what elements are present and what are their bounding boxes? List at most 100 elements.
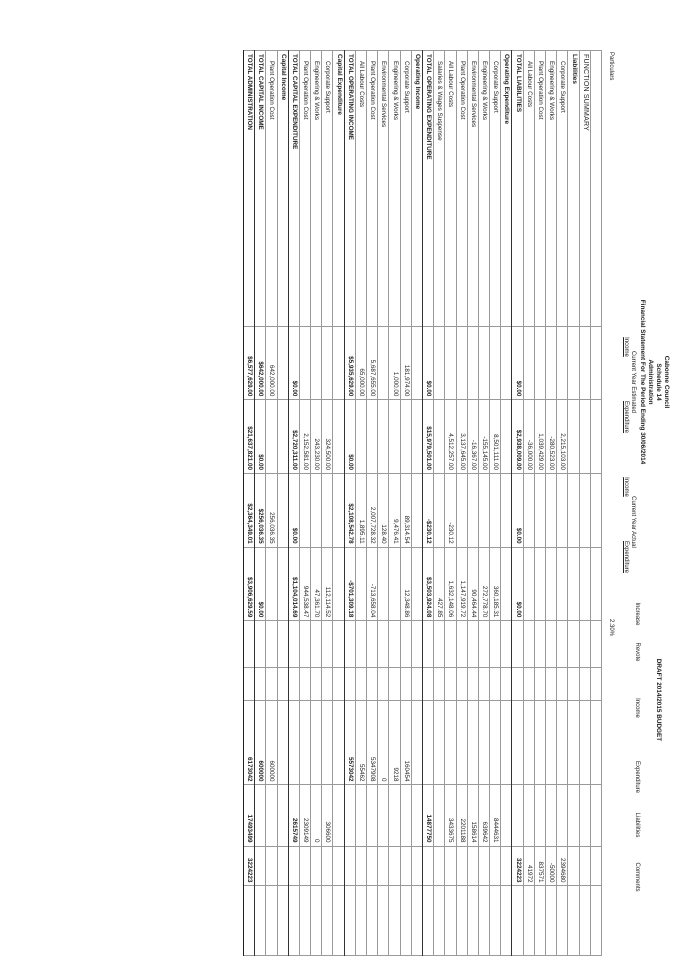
liabilities-label: Liabilities [634, 812, 640, 838]
budget-liabilities-cell [590, 846, 602, 886]
act-expenditure-cell: 427.85 [433, 547, 445, 621]
est-expenditure-cell [500, 399, 512, 474]
increase-cell [254, 620, 266, 668]
est-expenditure-cell [265, 399, 278, 474]
increase-cell [265, 620, 278, 668]
comments-cell [411, 885, 423, 956]
est-income-cell: $642,000.00 [254, 326, 266, 400]
budget-expenditure-cell [433, 784, 445, 846]
budget-income-cell [310, 700, 322, 785]
act-expenditure-cell: $0.00 [254, 547, 266, 621]
comments-cell [489, 885, 501, 956]
particulars-cell: Plant Operation Cost [299, 50, 311, 327]
revote-cell [377, 667, 389, 701]
comments-cell [321, 885, 333, 956]
est-expenditure-cell: $2,938,009.00 [512, 399, 524, 474]
table-row [590, 50, 602, 956]
comments-cell [433, 885, 445, 956]
budget-expenditure-cell [579, 784, 591, 846]
comments-cell [388, 885, 401, 956]
budget-expenditure-cell [277, 784, 289, 846]
budget-liabilities-cell [355, 846, 367, 886]
act-expenditure-cell [556, 547, 568, 621]
budget-expenditure-cell [377, 784, 389, 846]
est-expenditure-cell: -16,367.00 [467, 399, 479, 474]
actual-group-label: Current Year Actual [630, 496, 636, 548]
revote-cell [489, 667, 501, 701]
est-expenditure-cell: 1,039,429.00 [534, 399, 546, 474]
budget-expenditure-cell: 3433675 [444, 784, 457, 846]
est-expenditure-cell: -280,523.00 [545, 399, 557, 474]
revote-cell [422, 667, 434, 701]
est-expenditure-cell: $2,720,311.00 [288, 399, 300, 474]
act-income-cell [556, 473, 568, 548]
budget-expenditure-cell [265, 784, 278, 846]
draft-budget-title: DRAFT 2014/2015 BUDGET [655, 658, 662, 742]
budget-liabilities-cell [299, 846, 311, 886]
budget-liabilities-cell: 3224223 [512, 846, 524, 886]
est-expenditure-cell: $0.00 [254, 399, 266, 474]
total-row: TOTAL OPERATING INCOME$5,935,629.00$0.00… [344, 50, 356, 956]
est-income-cell [556, 326, 568, 400]
budget-liabilities-cell [310, 846, 322, 886]
budget-income-cell [489, 700, 501, 785]
estimated-expenditure-label: Expenditure [623, 400, 629, 434]
est-income-cell: $0.00 [512, 326, 524, 400]
budget-liabilities-cell [467, 846, 479, 886]
budget-expenditure-cell: 639642 [478, 784, 490, 846]
comments-cell [299, 885, 311, 956]
particulars-cell: TOTAL ADMINISTRATION [243, 50, 255, 327]
act-expenditure-cell: 1,632,148.06 [444, 547, 457, 621]
est-income-cell [590, 326, 602, 400]
est-income-cell [333, 326, 345, 400]
est-expenditure-cell [333, 399, 345, 474]
budget-expenditure-cell [411, 784, 423, 846]
comments-cell [545, 885, 557, 956]
section-row: Operating Income [411, 50, 423, 956]
particulars-cell: Operating Expenditure [500, 50, 512, 327]
estimated-group-label: Current Year Estimated [630, 350, 636, 414]
budget-liabilities-cell [433, 846, 445, 886]
total-row: TOTAL CAPITAL EXPENDITURE$0.00$2,720,311… [288, 50, 300, 956]
budget-expenditure-cell: 2615749 [288, 784, 300, 846]
act-expenditure-cell: $0.00 [512, 547, 524, 621]
rotated-budget-sheet: Cabonne Council Schedule 14 Administrati… [112, 50, 672, 956]
comments-cell [344, 885, 356, 956]
act-income-cell [277, 473, 289, 548]
revote-cell [567, 667, 580, 701]
increase-cell [388, 620, 401, 668]
act-expenditure-cell: 112,114.52 [321, 547, 333, 621]
comments-cell [265, 885, 278, 956]
budget-expenditure-cell: 306600 [321, 784, 333, 846]
est-expenditure-cell: $15,979,501.00 [422, 399, 434, 474]
act-income-cell [310, 473, 322, 548]
budget-income-cell: 600000 [265, 700, 278, 785]
est-expenditure-cell [579, 399, 591, 474]
est-expenditure-cell [590, 399, 602, 474]
budget-liabilities-cell [400, 846, 412, 886]
budget-expenditure-cell [388, 784, 401, 846]
schedule-number: Schedule 14 [655, 363, 662, 401]
est-expenditure-cell: $0.00 [344, 399, 356, 474]
increase-cell [512, 620, 524, 668]
act-expenditure-cell: 944,538.47 [299, 547, 311, 621]
total-row: TOTAL OPERATING EXPENDITURE$0.00$15,979,… [422, 50, 434, 956]
particulars-label: Particulars [608, 52, 614, 81]
est-income-cell [299, 326, 311, 400]
budget-income-cell: 5573042 [344, 700, 356, 785]
act-income-cell: -$230.12 [422, 473, 434, 548]
act-expenditure-cell [388, 547, 401, 621]
act-income-cell: $256,036.35 [254, 473, 266, 548]
est-income-cell [467, 326, 479, 400]
act-income-cell [534, 473, 546, 548]
act-income-cell [567, 473, 580, 548]
table-row: FUNCTION SUMMARY [579, 50, 591, 956]
budget-liabilities-cell [579, 846, 591, 886]
comments-cell [277, 885, 289, 956]
total-row: TOTAL LIABILITIES$0.00$2,938,009.00$0.00… [512, 50, 524, 956]
particulars-cell: Environmental Services [467, 50, 479, 327]
